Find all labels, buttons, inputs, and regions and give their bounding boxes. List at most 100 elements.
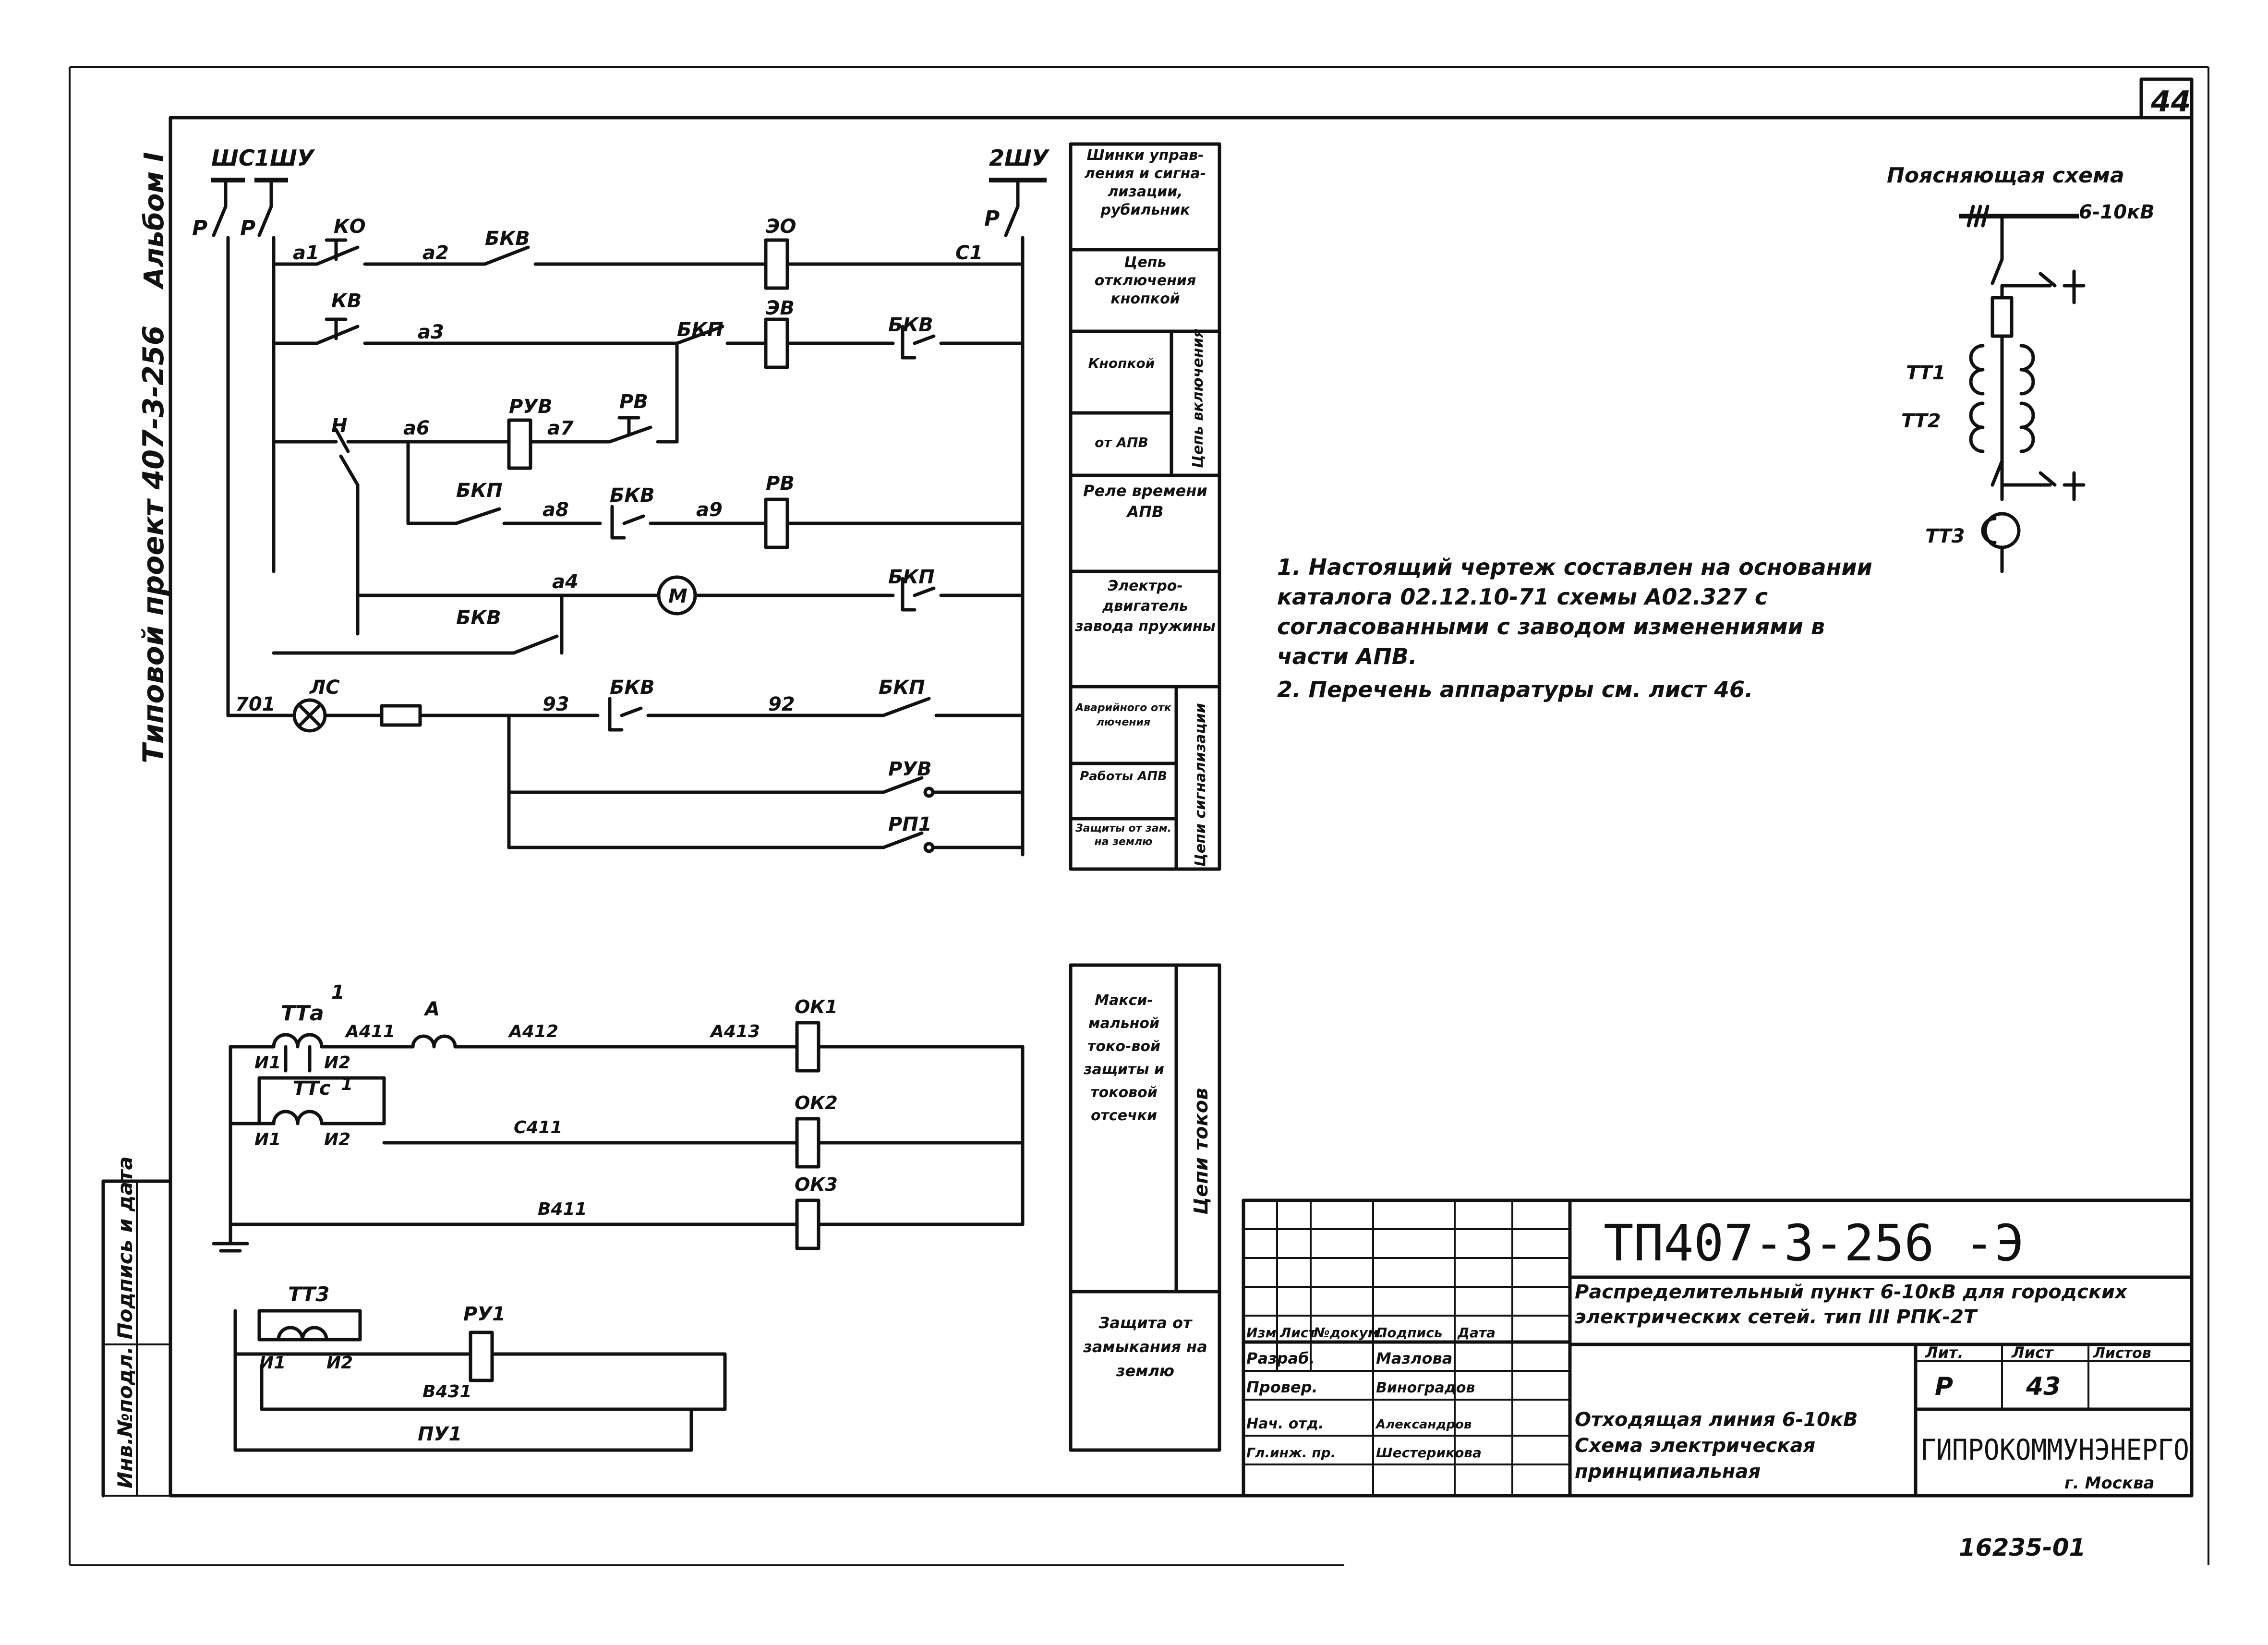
explanatory-title: Поясняющая схема <box>1887 163 2124 188</box>
explanatory-tt3: ТТ3 <box>1925 525 1965 547</box>
label-93: 93 <box>543 693 569 715</box>
tb-sheets-label: Листов <box>2093 1345 2151 1362</box>
tb-role-1: Разраб. <box>1246 1349 1315 1367</box>
function-legend <box>1069 142 1221 1452</box>
motor-symbol: М <box>668 585 688 607</box>
control-circuit-labels: ШС 1ШУ 2ШУ Р Р Р КО а1 а2 БКВ ЭО С1 КВ а… <box>192 145 1050 835</box>
label-rv-contact: РВ <box>619 391 648 413</box>
legend-from-apv: от АПВ <box>1095 435 1148 450</box>
tb-sheet-value: 43 <box>2026 1372 2061 1401</box>
switch-p1: Р <box>192 216 207 241</box>
label-rv-coil: РВ <box>766 472 795 495</box>
label-a2: а2 <box>422 242 449 264</box>
label-a7: а7 <box>547 417 574 439</box>
tb-lit-value: Р <box>1935 1372 1953 1401</box>
legend-closing-circuit: Цепь включения <box>1190 328 1206 468</box>
label-bkp-3: БКП <box>888 566 935 588</box>
switch-p3: Р <box>984 206 1000 231</box>
label-a1: а1 <box>293 242 319 264</box>
label-ttc-n: 1 <box>341 1075 353 1094</box>
label-ttc: ТТс <box>293 1077 331 1100</box>
label-ruv-2: РУВ <box>888 758 932 780</box>
explanatory-tt2: ТТ2 <box>1901 410 1941 432</box>
label-tta-n: 1 <box>331 981 345 1004</box>
page-number: 44 <box>2150 85 2191 119</box>
label-701: 701 <box>235 693 276 715</box>
label-pu1: ПУ1 <box>418 1423 462 1445</box>
label-bkv-5: БКВ <box>610 677 655 699</box>
legend-button: Кнопкой <box>1088 355 1155 371</box>
label-ruv: РУВ <box>509 396 553 418</box>
album-label: Альбом I <box>139 152 170 290</box>
tb-code: ТП407-3-256 -Э <box>1604 1214 2025 1272</box>
legend-current-circuits: Цепи токов <box>1190 1088 1212 1215</box>
tb-city: г. Москва <box>2064 1474 2154 1493</box>
label-a8: а8 <box>543 499 569 521</box>
explanatory-scheme: Поясняющая схема 6-10кВ ТТ1 ТТ2 ТТ3 <box>1887 163 2155 573</box>
label-bkv-4: БКВ <box>456 607 501 629</box>
label-v411: В411 <box>538 1199 587 1219</box>
sheet-frame <box>69 66 2209 1566</box>
tb-name-4: Шестерикова <box>1376 1445 1482 1461</box>
label-i1-a: И1 <box>254 1053 281 1073</box>
tb-role-3: Нач. отд. <box>1246 1415 1324 1432</box>
label-bkv-1: БКВ <box>485 228 530 250</box>
tb-role-4: Гл.инж. пр. <box>1246 1445 1336 1461</box>
label-tta: ТТа <box>281 1001 324 1026</box>
tb-col-list: Лист <box>1279 1325 1317 1341</box>
label-kv: КВ <box>331 290 362 312</box>
label-i2-z: И2 <box>326 1353 353 1373</box>
legend-motor: Электро-двигатель завода пружины <box>1075 578 1216 635</box>
label-rp1: РП1 <box>888 813 932 835</box>
label-tt3-earth: ТТ3 <box>288 1282 330 1306</box>
label-n: Н <box>331 415 347 437</box>
tb-name-3: Александров <box>1375 1417 1472 1432</box>
legend-earth-fault: Защита от замыкания на землю <box>1083 1314 1207 1380</box>
label-ok2: ОК2 <box>795 1092 838 1113</box>
notes: 1. Настоящий чертеж составлен на основан… <box>1277 554 1872 702</box>
label-a9: а9 <box>696 499 723 521</box>
tb-name-1: Мазлова <box>1376 1349 1452 1367</box>
bus-2shu: 2ШУ <box>989 145 1050 171</box>
label-ru1: РУ1 <box>463 1303 506 1325</box>
label-a411: А411 <box>344 1022 395 1041</box>
legend-trip: Цепь отключения кнопкой <box>1094 254 1196 307</box>
switch-p2: Р <box>240 216 255 241</box>
label-i1-c: И1 <box>254 1130 281 1149</box>
label-c411: С411 <box>514 1118 563 1137</box>
label-ok1: ОК1 <box>795 996 838 1017</box>
tb-sheet-label: Лист <box>2011 1343 2054 1362</box>
control-circuit <box>211 178 1047 857</box>
label-bkp-2: БКП <box>456 480 503 502</box>
label-c1: С1 <box>955 242 983 264</box>
label-v431: В431 <box>422 1382 472 1402</box>
label-a412: А412 <box>507 1022 558 1041</box>
label-i1-z: И1 <box>259 1353 286 1373</box>
tb-lit-label: Лит. <box>1925 1343 1964 1362</box>
legend-rv: Реле времени АПВ <box>1083 482 1207 521</box>
label-ko: КО <box>334 216 366 238</box>
tb-col-izm: Изм <box>1246 1325 1277 1341</box>
tb-name-2: Виноградов <box>1376 1379 1475 1396</box>
legend-signal-circuits: Цепи сигнализации <box>1192 703 1209 867</box>
label-92: 92 <box>768 693 795 715</box>
label-lamp: ЛС <box>309 677 340 699</box>
legend-busbars: Шинки управ-ления и сигна-лизации, рубил… <box>1084 147 1206 218</box>
legend-alarm-trip: Аварийного отключения <box>1075 702 1171 728</box>
label-bkp-1: БКП <box>677 319 724 341</box>
tb-col-doc: №докум. <box>1313 1325 1384 1341</box>
label-ev: ЭВ <box>766 297 795 319</box>
tb-role-2: Провер. <box>1246 1378 1318 1396</box>
explanatory-voltage: 6-10кВ <box>2079 201 2155 223</box>
label-ok3: ОК3 <box>795 1174 838 1195</box>
label-i2-c: И2 <box>324 1130 350 1149</box>
ammeter-symbol: А <box>423 998 440 1020</box>
tb-col-sign: Подпись <box>1376 1325 1443 1341</box>
legend-overcurrent: Макси-мальной токо-вой защиты и токовой … <box>1084 992 1164 1124</box>
label-bkv-3: БКВ <box>610 484 655 507</box>
tb-col-date: Дата <box>1457 1325 1496 1341</box>
inventory-side-label: Инв.№подл. Подпись и дата <box>113 1156 137 1488</box>
label-a4: а4 <box>552 571 579 593</box>
note-1: 1. Настоящий чертеж составлен на основан… <box>1277 554 1872 669</box>
